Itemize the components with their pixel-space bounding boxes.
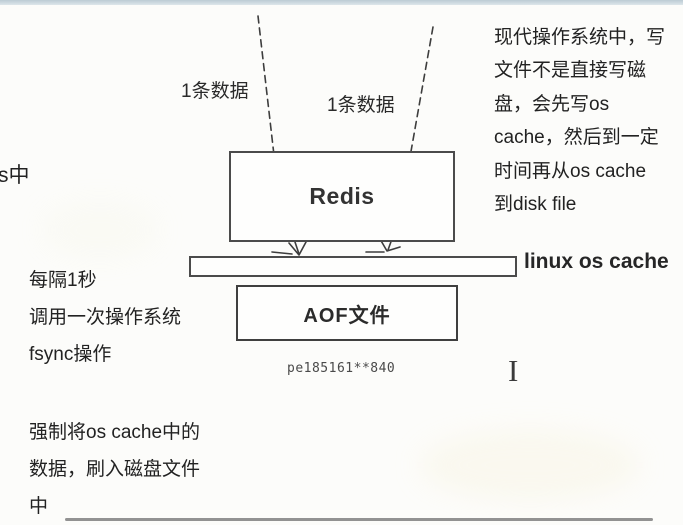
note-line: 时间再从os cache <box>494 160 647 182</box>
background-smudge <box>420 430 640 500</box>
aof-file-box: AOF文件 <box>236 285 458 341</box>
note-line: 文件不是直接写磁 <box>494 60 647 82</box>
background-smudge <box>40 200 160 260</box>
arrow-incoming-left <box>257 15 276 165</box>
os-cache-bar-label: linux os cache <box>524 250 669 273</box>
note-line: 调用一次操作系统 <box>29 307 182 328</box>
text-cursor-icon: I <box>508 353 519 388</box>
os-cache-explanation-note: 现代操作系统中，写 文件不是直接写磁 盘，会先写os cache，然后到一定 时… <box>494 21 665 221</box>
note-line: 现代操作系统中，写 <box>494 27 666 48</box>
note-line: 数据，刷入磁盘文件 <box>29 459 201 480</box>
aof-file-box-label: AOF文件 <box>303 304 391 327</box>
note-line: cache，然后到一定 <box>494 127 659 149</box>
bottom-progress-bar <box>65 518 653 521</box>
note-line: 中 <box>29 496 49 517</box>
redis-box: Redis <box>229 151 455 242</box>
arrowhead-cache-left-icon <box>288 241 307 256</box>
note-line: 每隔1秒 <box>29 270 97 291</box>
flush-disk-note: 强制将os cache中的 数据，刷入磁盘文件 中 <box>29 414 200 525</box>
left-clipped-text: s中 <box>0 164 30 187</box>
os-cache-bar <box>189 256 517 277</box>
note-line: 强制将os cache中的 <box>29 422 201 443</box>
note-line: 到disk file <box>494 194 577 216</box>
data-label-left: 1条数据 <box>181 81 249 102</box>
redis-box-label: Redis <box>309 183 375 209</box>
data-label-right: 1条数据 <box>327 95 395 116</box>
note-line: 盘，会先写os <box>494 93 610 115</box>
note-line: fsync操作 <box>29 344 112 365</box>
arrowhead-cache-left-flank <box>271 251 293 255</box>
window-top-bar <box>0 0 683 5</box>
fsync-note: 每隔1秒 调用一次操作系统 fsync操作 <box>29 262 181 373</box>
watermark-text: pe185161**840 <box>287 361 396 376</box>
